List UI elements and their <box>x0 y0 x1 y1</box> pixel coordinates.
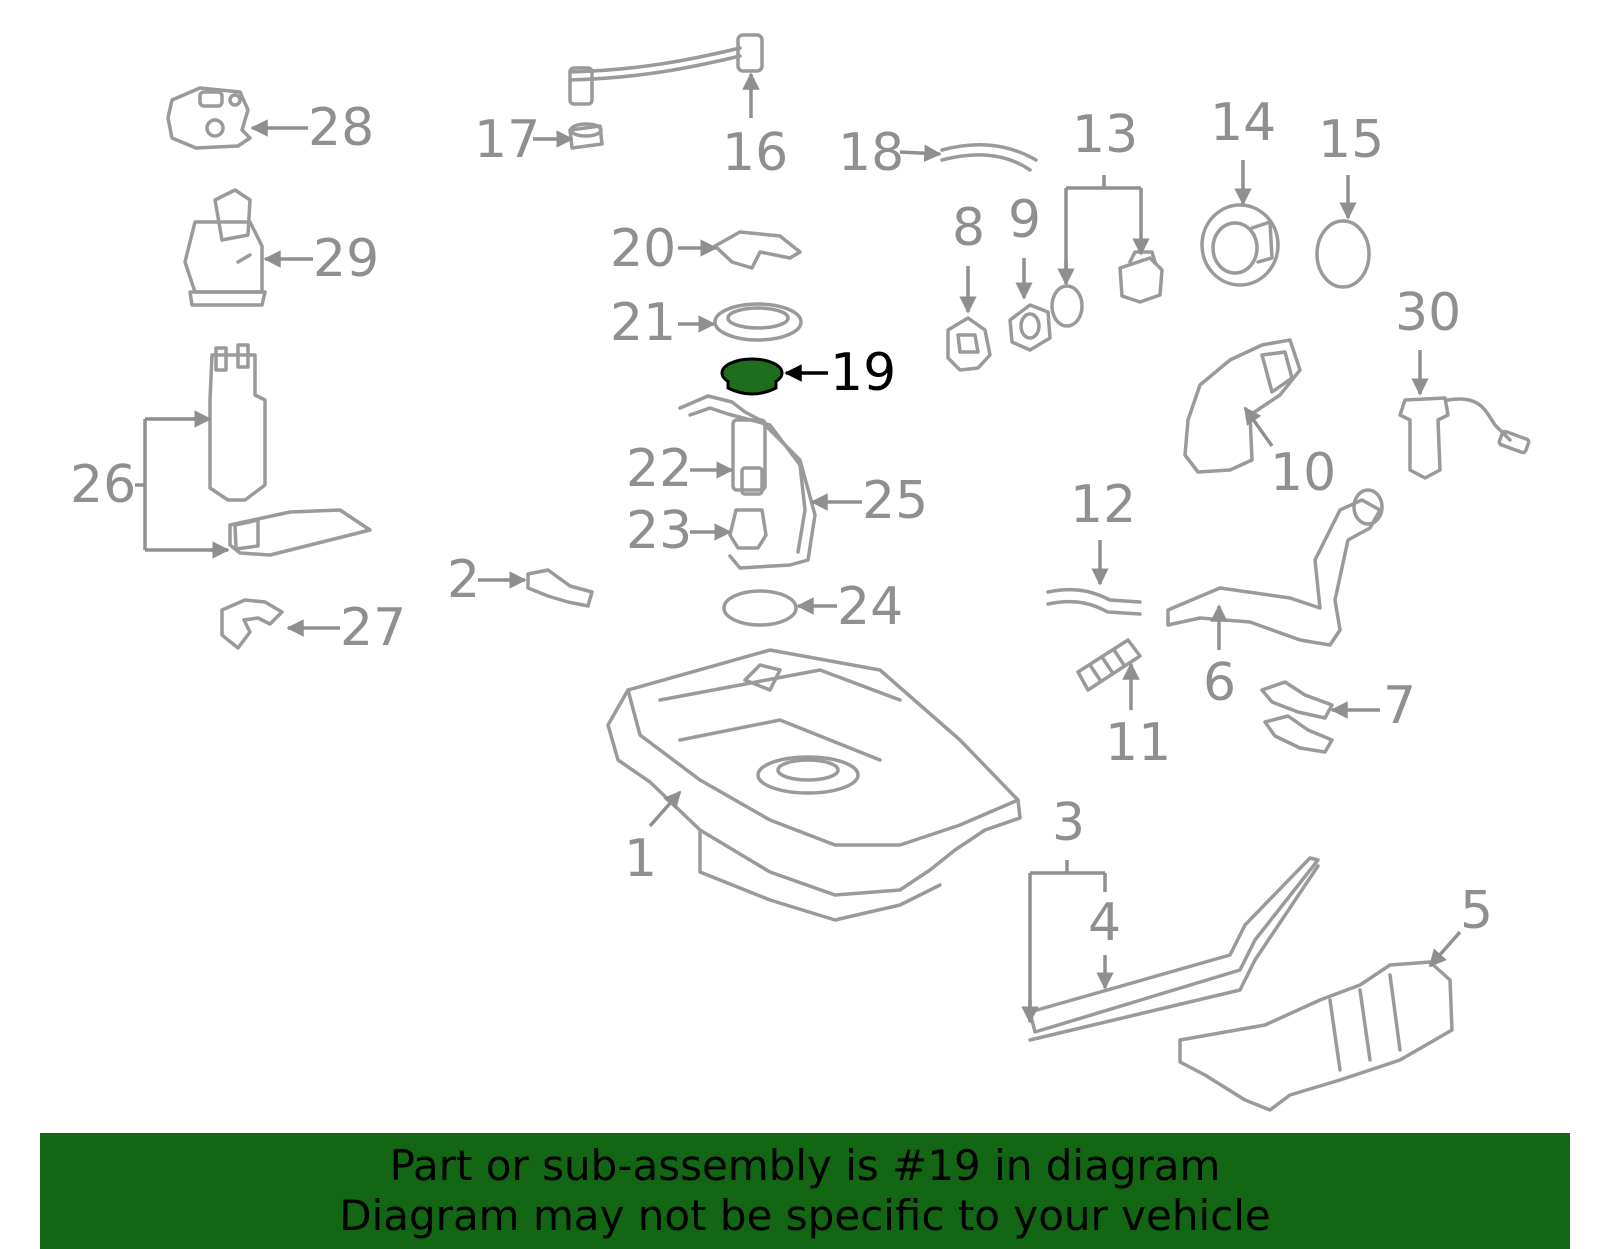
part-5-heat-shield <box>1178 960 1454 1112</box>
callout-7: 7 <box>1383 676 1416 736</box>
callout-18: 18 <box>838 123 904 183</box>
banner-line-disclaimer: Diagram may not be specific to your vehi… <box>339 1191 1271 1240</box>
callout-15: 15 <box>1318 110 1384 170</box>
part-1-fuel-tank <box>606 648 1022 922</box>
part-14-filler-housing <box>1200 203 1280 287</box>
part-22-filter <box>740 466 764 496</box>
callout-2: 2 <box>447 550 480 610</box>
part-21-ring <box>713 302 803 342</box>
callout-labels: 1 2 3 4 5 6 7 8 9 10 11 12 13 14 15 16 1… <box>70 93 1493 953</box>
part-9-grommet <box>1008 303 1052 352</box>
part-24-gasket <box>722 589 798 627</box>
part-27-retainer <box>220 598 284 650</box>
callout-9: 9 <box>1008 190 1041 250</box>
callout-30: 30 <box>1395 283 1461 343</box>
part-19-highlighted <box>720 357 784 396</box>
callout-6: 6 <box>1203 653 1236 713</box>
part-29-pump-filter <box>183 188 267 307</box>
part-6-filler-pipe <box>1166 488 1384 647</box>
callout-3: 3 <box>1052 793 1085 853</box>
part-12-hose <box>1046 587 1142 616</box>
callout-29: 29 <box>313 229 379 289</box>
callout-28: 28 <box>308 98 374 158</box>
callout-27: 27 <box>340 598 406 658</box>
callout-24: 24 <box>837 577 903 637</box>
callout-12: 12 <box>1070 475 1136 535</box>
part-26-fuel-pump <box>208 343 372 557</box>
part-4-strap <box>1028 856 1320 1042</box>
callout-22: 22 <box>626 439 692 499</box>
part-2-bracket <box>526 568 594 608</box>
callout-17: 17 <box>474 110 540 170</box>
callout-21: 21 <box>610 293 676 353</box>
callout-10: 10 <box>1270 443 1336 503</box>
leader-lines <box>135 72 1462 1024</box>
callout-19-highlighted: 19 <box>830 343 896 403</box>
part-13-cap-gasket <box>1050 284 1084 328</box>
part-20-plate <box>713 230 802 270</box>
info-banner: Part or sub-assembly is #19 in diagram D… <box>40 1133 1570 1249</box>
part-23-holder <box>728 508 768 550</box>
part-15-ring <box>1315 219 1371 289</box>
callout-20: 20 <box>610 219 676 279</box>
part-17-grommet <box>568 122 604 150</box>
callout-5: 5 <box>1460 881 1493 941</box>
callout-25: 25 <box>862 471 928 531</box>
part-8-clip <box>946 316 992 372</box>
callout-23: 23 <box>626 501 692 561</box>
callout-11: 11 <box>1105 713 1171 773</box>
callout-4: 4 <box>1088 893 1121 953</box>
callout-1: 1 <box>624 829 657 889</box>
part-25-sender <box>678 394 817 570</box>
callout-13: 13 <box>1072 105 1138 165</box>
callout-26: 26 <box>70 455 136 515</box>
part-30-valve <box>1398 396 1531 480</box>
callout-8: 8 <box>952 198 985 258</box>
banner-line-part: Part or sub-assembly is #19 in diagram <box>389 1141 1221 1190</box>
part-7-brackets <box>1260 680 1334 754</box>
callout-16: 16 <box>722 123 788 183</box>
part-18-hose <box>940 143 1038 172</box>
part-28-bracket <box>166 86 252 150</box>
callout-14: 14 <box>1210 93 1276 153</box>
part-13-fuel-cap <box>1118 250 1164 304</box>
part-16-harness <box>568 33 764 106</box>
